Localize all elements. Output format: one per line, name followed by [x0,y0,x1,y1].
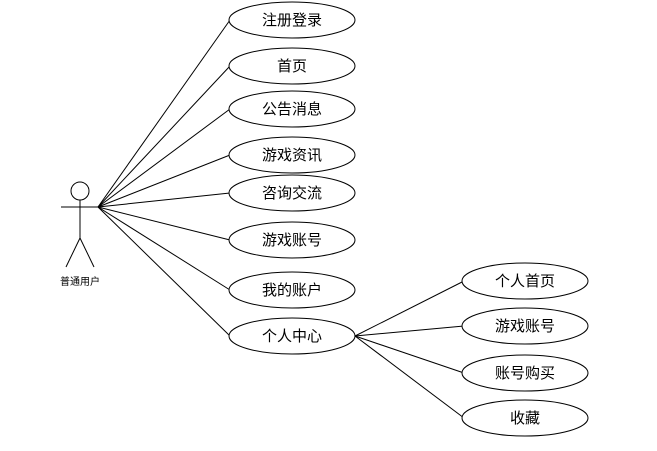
association-line [354,335,465,374]
actor-figure: 普通用户 [60,181,100,288]
actor-label: 普通用户 [60,275,100,288]
association-line [354,325,465,337]
use-case-label: 我的账户 [262,281,322,299]
association-line [97,154,231,208]
use-case-label: 注册登录 [262,11,322,29]
use-case-ellipse [461,262,589,300]
use-case-ellipse [461,354,589,392]
use-case-ellipse [228,174,356,212]
personal-center-associations [354,280,465,419]
association-line [354,280,465,337]
use-case-my-account: 我的账户 [228,271,356,309]
actor-left-leg [65,237,81,268]
association-line [97,192,231,208]
use-case-ellipse [228,47,356,85]
use-case-label: 收藏 [510,409,540,427]
actor-associations [97,19,231,337]
use-case-ellipse [461,307,589,345]
use-case-announcements: 公告消息 [228,90,356,128]
use-case-ellipse [461,399,589,437]
use-case-ellipse [228,317,356,355]
use-case-ellipse [228,271,356,309]
use-case-personal-home: 个人首页 [461,262,589,300]
use-case-label: 首页 [277,57,307,75]
use-case-label: 游戏账号 [262,231,322,249]
association-line [97,206,231,291]
use-case-ellipse [228,1,356,39]
use-case-home: 首页 [228,47,356,85]
use-case-ellipse [228,136,356,174]
use-case-label: 咨询交流 [262,184,322,202]
use-case-label: 个人中心 [262,327,322,345]
use-case-consult-exchange: 咨询交流 [228,174,356,212]
use-case-label: 账号购买 [495,364,555,382]
use-case-game-news: 游戏资讯 [228,136,356,174]
use-case-ellipse [228,221,356,259]
association-line [97,108,231,208]
use-case-label: 个人首页 [495,272,555,290]
association-line [354,335,465,419]
use-case-ellipse [228,90,356,128]
use-case-account-purchase: 账号购买 [461,354,589,392]
use-case-game-accounts: 游戏账号 [228,221,356,259]
use-case-favorites: 收藏 [461,399,589,437]
use-case-center-game-accounts: 游戏账号 [461,307,589,345]
actor-right-leg [79,237,95,268]
use-case-personal-center: 个人中心 [228,317,356,355]
association-line [97,206,231,337]
use-case-register-login: 注册登录 [228,1,356,39]
use-case-label: 游戏账号 [495,317,555,335]
actor-head [70,181,90,201]
association-line [97,19,231,208]
association-line [97,206,231,241]
use-case-label: 公告消息 [262,100,322,118]
use-case-label: 游戏资讯 [262,146,322,164]
association-line [97,65,231,208]
